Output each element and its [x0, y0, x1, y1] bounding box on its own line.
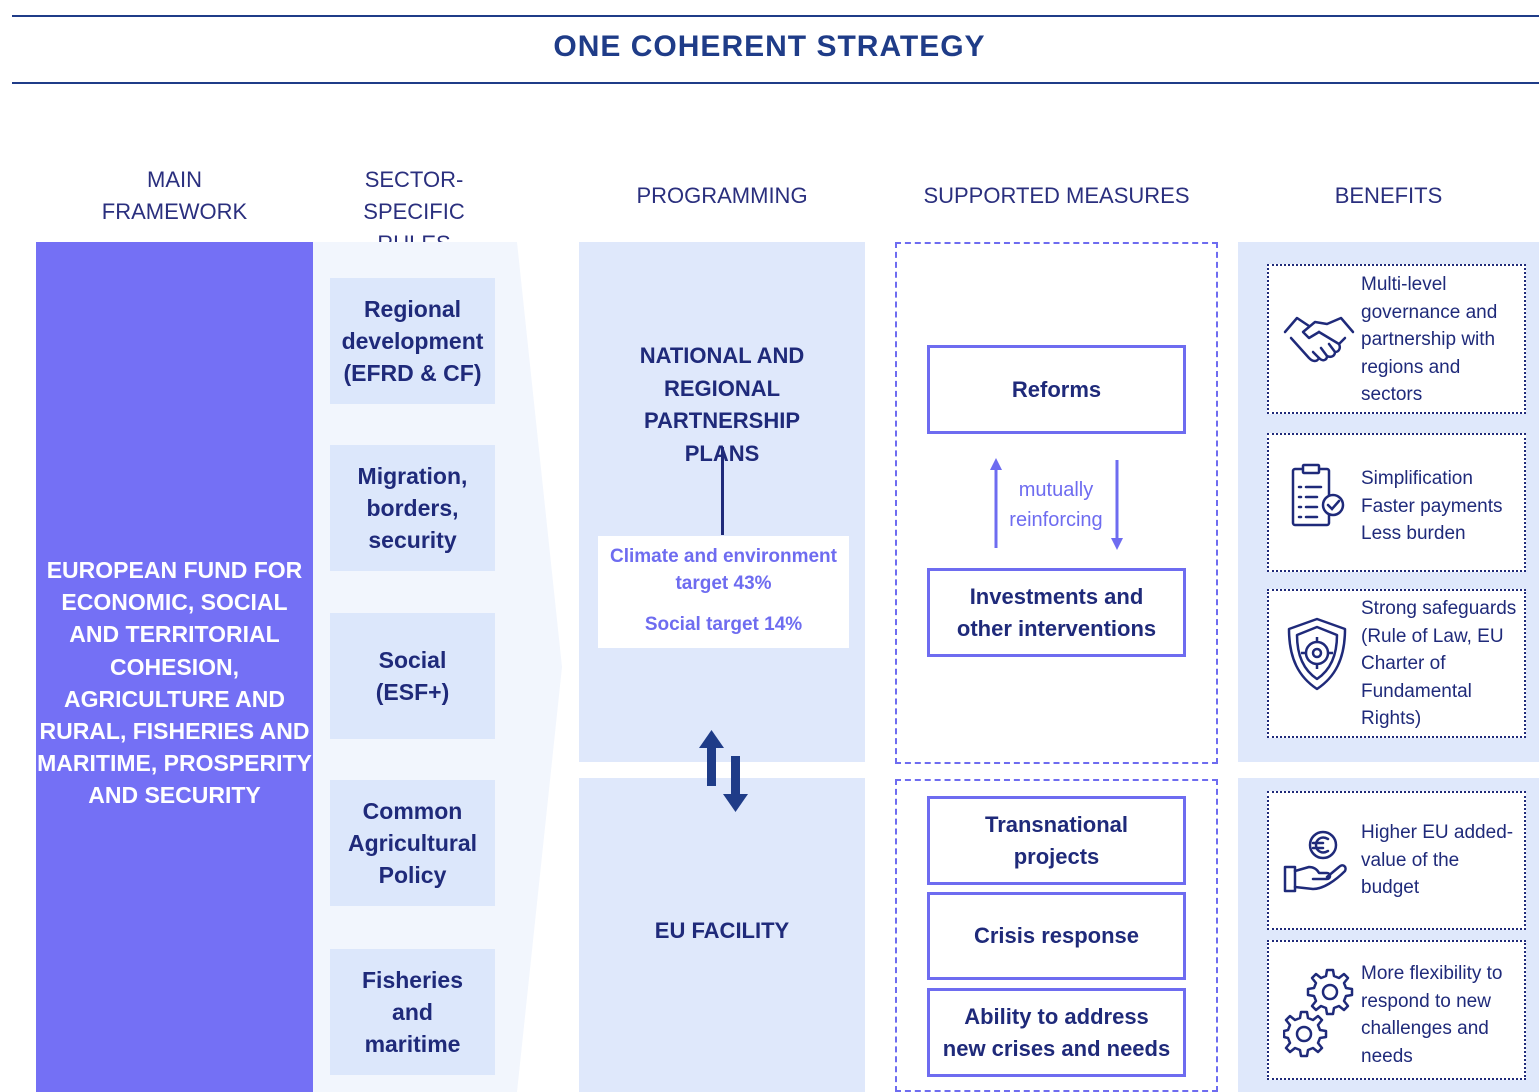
handshake-icon [1283, 316, 1355, 363]
euro-hand-icon [1283, 830, 1347, 893]
header-main-framework: MAIN FRAMEWORK [36, 164, 313, 228]
measures-plans-group [895, 242, 1218, 764]
gears-icon [1283, 968, 1354, 1058]
mutual-arrows-icon [990, 458, 1123, 550]
sector-fisheries-label: Fisheries and maritime [362, 967, 463, 1057]
programming-facility-panel [579, 778, 865, 1092]
sector-regional-development-label: Regional development (EFRD & CF) [341, 296, 484, 386]
measures-facility-group [895, 779, 1218, 1092]
sector-social-label: Social (ESF+) [375, 647, 450, 705]
sector-cap: Common Agricultural Policy [330, 780, 495, 906]
measure-investments-label: Investments and other interventions [956, 583, 1157, 641]
header-programming: PROGRAMMING [636, 183, 808, 208]
sector-fisheries: Fisheries and maritime [330, 949, 495, 1075]
measure-investments: Investments and other interventions [927, 568, 1186, 657]
sector-migration: Migration, borders, security [330, 445, 495, 571]
mutually-reinforcing-label: mutually reinforcing [1009, 479, 1103, 531]
benefit-simplification: Simplification Faster payments Less burd… [1267, 433, 1526, 572]
up-down-arrows-icon [699, 730, 748, 812]
benefit-simplification-text: Simplification Faster payments Less burd… [1361, 468, 1503, 544]
header-main-framework-text: MAIN FRAMEWORK [101, 167, 248, 224]
climate-target: Climate and environment target 43% [610, 546, 837, 594]
sector-social: Social (ESF+) [330, 613, 495, 739]
sector-cap-label: Common Agricultural Policy [347, 798, 478, 888]
measure-ability: Ability to address new crises and needs [927, 988, 1186, 1077]
header-supported-measures: SUPPORTED MEASURES [923, 183, 1190, 208]
measure-ability-label: Ability to address new crises and needs [942, 1003, 1171, 1061]
connector-line [721, 447, 724, 535]
diagram-title: ONE COHERENT STRATEGY [553, 30, 986, 63]
shield-icon [1287, 617, 1347, 691]
benefit-governance: Multi-level governance and partnership w… [1267, 264, 1526, 414]
social-target: Social target 14% [644, 614, 803, 635]
sector-migration-label: Migration, borders, security [357, 463, 468, 553]
measure-reforms: Reforms [927, 345, 1186, 434]
bottom-rule [12, 82, 1539, 84]
measure-reforms-label: Reforms [1011, 376, 1102, 402]
benefit-flexibility: More flexibility to respond to new chall… [1267, 940, 1526, 1080]
benefit-safeguards-text: Strong safeguards (Rule of Law, EU Chart… [1361, 598, 1517, 729]
partnership-plans-text: NATIONAL AND REGIONAL PARTNERSHIP PLANS [639, 343, 805, 466]
benefit-added-value: Higher EU added-value of the budget [1267, 791, 1526, 930]
main-framework-text: EUROPEAN FUND FOR ECONOMIC, SOCIAL AND T… [37, 557, 312, 809]
benefit-added-value-text: Higher EU added-value of the budget [1361, 822, 1514, 898]
measure-transnational: Transnational projects [927, 796, 1186, 885]
checklist-icon [1291, 463, 1345, 527]
sector-regional-development: Regional development (EFRD & CF) [330, 278, 495, 404]
measure-crisis: Crisis response [927, 892, 1186, 980]
main-framework-panel [36, 242, 313, 1092]
top-rule [12, 15, 1539, 17]
eu-facility-label: EU FACILITY [654, 918, 790, 943]
partnership-plans-title: NATIONAL AND REGIONAL PARTNERSHIP PLANS [579, 340, 865, 470]
benefit-safeguards: Strong safeguards (Rule of Law, EU Chart… [1267, 589, 1526, 738]
measure-crisis-label: Crisis response [973, 923, 1140, 948]
benefit-flexibility-text: More flexibility to respond to new chall… [1361, 963, 1503, 1067]
chevron-arrow-shape [510, 242, 562, 1092]
measure-transnational-label: Transnational projects [984, 811, 1129, 869]
targets-box: Climate and environment target 43% Socia… [598, 536, 849, 648]
header-benefits: BENEFITS [1334, 183, 1443, 208]
benefit-governance-text: Multi-level governance and partnership w… [1361, 274, 1498, 405]
